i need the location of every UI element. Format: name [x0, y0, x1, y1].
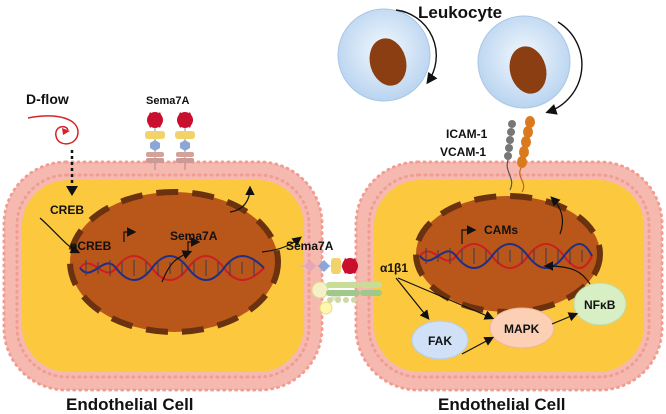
left-endothelial-cell [2, 160, 324, 392]
sema7a-surface-receptors [145, 112, 195, 170]
vcam-1-chain [517, 116, 535, 193]
arrow-pcreb-bind [123, 227, 137, 242]
right-cell-label: Endothelial Cell [438, 395, 566, 414]
arrow-mapk-to-nfkb [551, 312, 579, 325]
arrow-sema7a-transcription [187, 237, 201, 252]
arrow-integrin-to-mapk [397, 277, 495, 320]
sema7a-receptor-2 [175, 112, 195, 170]
arrow-gene-to-secreted [261, 236, 302, 253]
nfkb-label: NFκB [584, 298, 616, 312]
fak-label: FAK [428, 334, 452, 348]
arrow-left-nucleus-export [229, 185, 255, 213]
d-flow-label: D-flow [26, 91, 69, 107]
left-dna-helix [79, 255, 265, 281]
sema7a-integrin-complex [300, 258, 382, 315]
icam-1-label: ICAM-1 [446, 127, 488, 141]
right-dna-helix [419, 243, 593, 269]
creb-label: CREB [50, 203, 84, 217]
cams-label: CAMs [484, 223, 518, 237]
integrin-label: α1β1 [380, 261, 408, 275]
icam-vcam-molecules [504, 116, 535, 193]
arrow-pcreb-to-sema7a [161, 250, 193, 283]
sema7a-receptor-1 [145, 112, 165, 170]
leukocyte-left [337, 8, 438, 102]
arrow-creb-to-pcreb [39, 217, 81, 254]
sema7a-secreted-label: Sema7A [286, 239, 334, 253]
leukocyte-right [477, 15, 583, 115]
left-cell-label: Endothelial Cell [66, 395, 194, 414]
sema7a-surface-label: Sema7A [146, 95, 189, 107]
pathway-arrows [39, 185, 591, 355]
d-flow-swirl [27, 115, 79, 196]
nfkb-node [573, 282, 627, 326]
mapk-label: MAPK [504, 322, 540, 336]
icam-1-chain [504, 120, 516, 191]
pcreb-label: pCREB [70, 239, 112, 253]
arrow-integrin-to-fak [395, 277, 430, 320]
arrow-right-nucleus-export [550, 196, 564, 235]
arrow-fak-to-mapk [461, 336, 495, 355]
arrow-nfkb-to-dna [543, 261, 591, 285]
vcam-1-label: VCAM-1 [440, 145, 486, 159]
mapk-node [489, 307, 555, 349]
arrow-cams-transcription [461, 225, 477, 244]
leukocyte-label: Leukocyte [418, 3, 502, 22]
right-cell-nucleus [416, 196, 600, 312]
fak-node [411, 320, 469, 360]
sema7a-gene-label: Sema7A [170, 229, 218, 243]
right-endothelial-cell [354, 160, 664, 392]
